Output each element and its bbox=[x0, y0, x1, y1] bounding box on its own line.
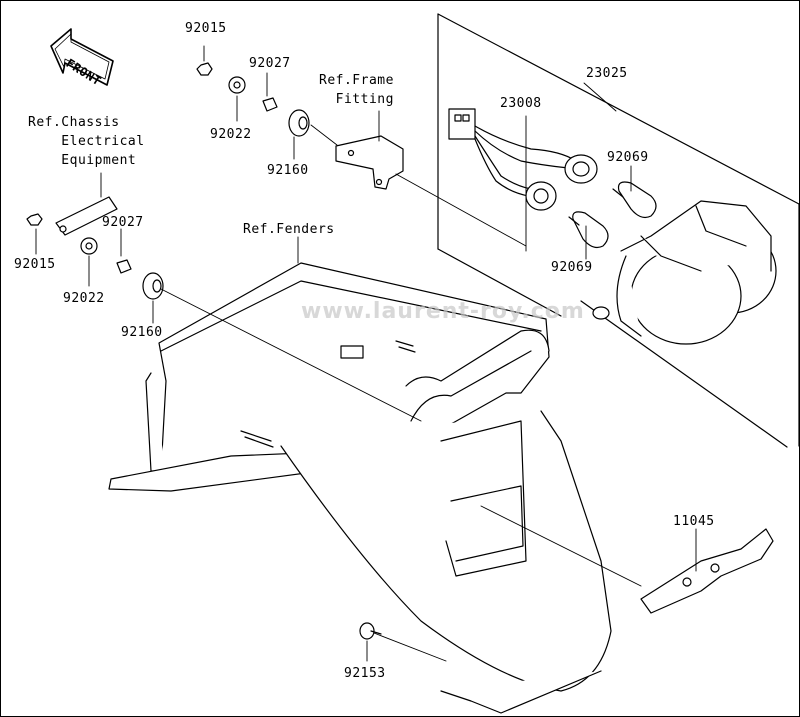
ref-fenders: Ref.Fenders bbox=[243, 222, 335, 237]
part-label-92022-top: 92022 bbox=[210, 127, 252, 142]
part-label-11045: 11045 bbox=[673, 514, 715, 529]
part-label-92015-top: 92015 bbox=[185, 21, 227, 36]
collar-92027-left bbox=[116, 259, 132, 274]
part-label-92069-top: 92069 bbox=[607, 150, 649, 165]
bulb-bottom bbox=[568, 211, 609, 249]
part-label-92015-left: 92015 bbox=[14, 257, 56, 272]
washer-92022-left bbox=[80, 237, 98, 255]
taillight-group-outline bbox=[437, 13, 799, 448]
part-label-92027-top: 92027 bbox=[249, 56, 291, 71]
rear-fender bbox=[108, 262, 612, 714]
part-label-23025: 23025 bbox=[586, 66, 628, 81]
part-label-92160-top: 92160 bbox=[267, 163, 309, 178]
collar-92027-top bbox=[262, 97, 278, 112]
screw-92153 bbox=[359, 622, 382, 640]
ref-chassis-electrical: Ref.Chassis Electrical Equipment bbox=[28, 115, 145, 168]
ref-frame-fitting: Ref.Frame Fitting bbox=[319, 73, 394, 107]
part-label-92069-bottom: 92069 bbox=[551, 260, 593, 275]
bulb-top bbox=[612, 181, 657, 219]
nut-92015-left bbox=[26, 213, 43, 226]
wiring-harness bbox=[448, 108, 598, 211]
front-arrow-icon bbox=[50, 28, 114, 86]
tail-light-lens bbox=[592, 200, 777, 345]
nut-92015-top bbox=[196, 62, 213, 76]
part-label-92153: 92153 bbox=[344, 666, 386, 681]
license-bracket-11045 bbox=[640, 528, 774, 614]
part-label-92022-left: 92022 bbox=[63, 291, 105, 306]
washer-92022-top bbox=[228, 76, 246, 94]
part-label-92027-left: 92027 bbox=[102, 215, 144, 230]
grommet-92160-top bbox=[288, 109, 310, 137]
watermark: www.laurent-roy.com bbox=[301, 299, 585, 324]
part-label-23008: 23008 bbox=[500, 96, 542, 111]
part-label-92160-left: 92160 bbox=[121, 325, 163, 340]
ref-chassis-terminal bbox=[55, 196, 118, 236]
grommet-92160-left bbox=[142, 272, 164, 300]
frame-fitting-bracket bbox=[335, 135, 404, 190]
